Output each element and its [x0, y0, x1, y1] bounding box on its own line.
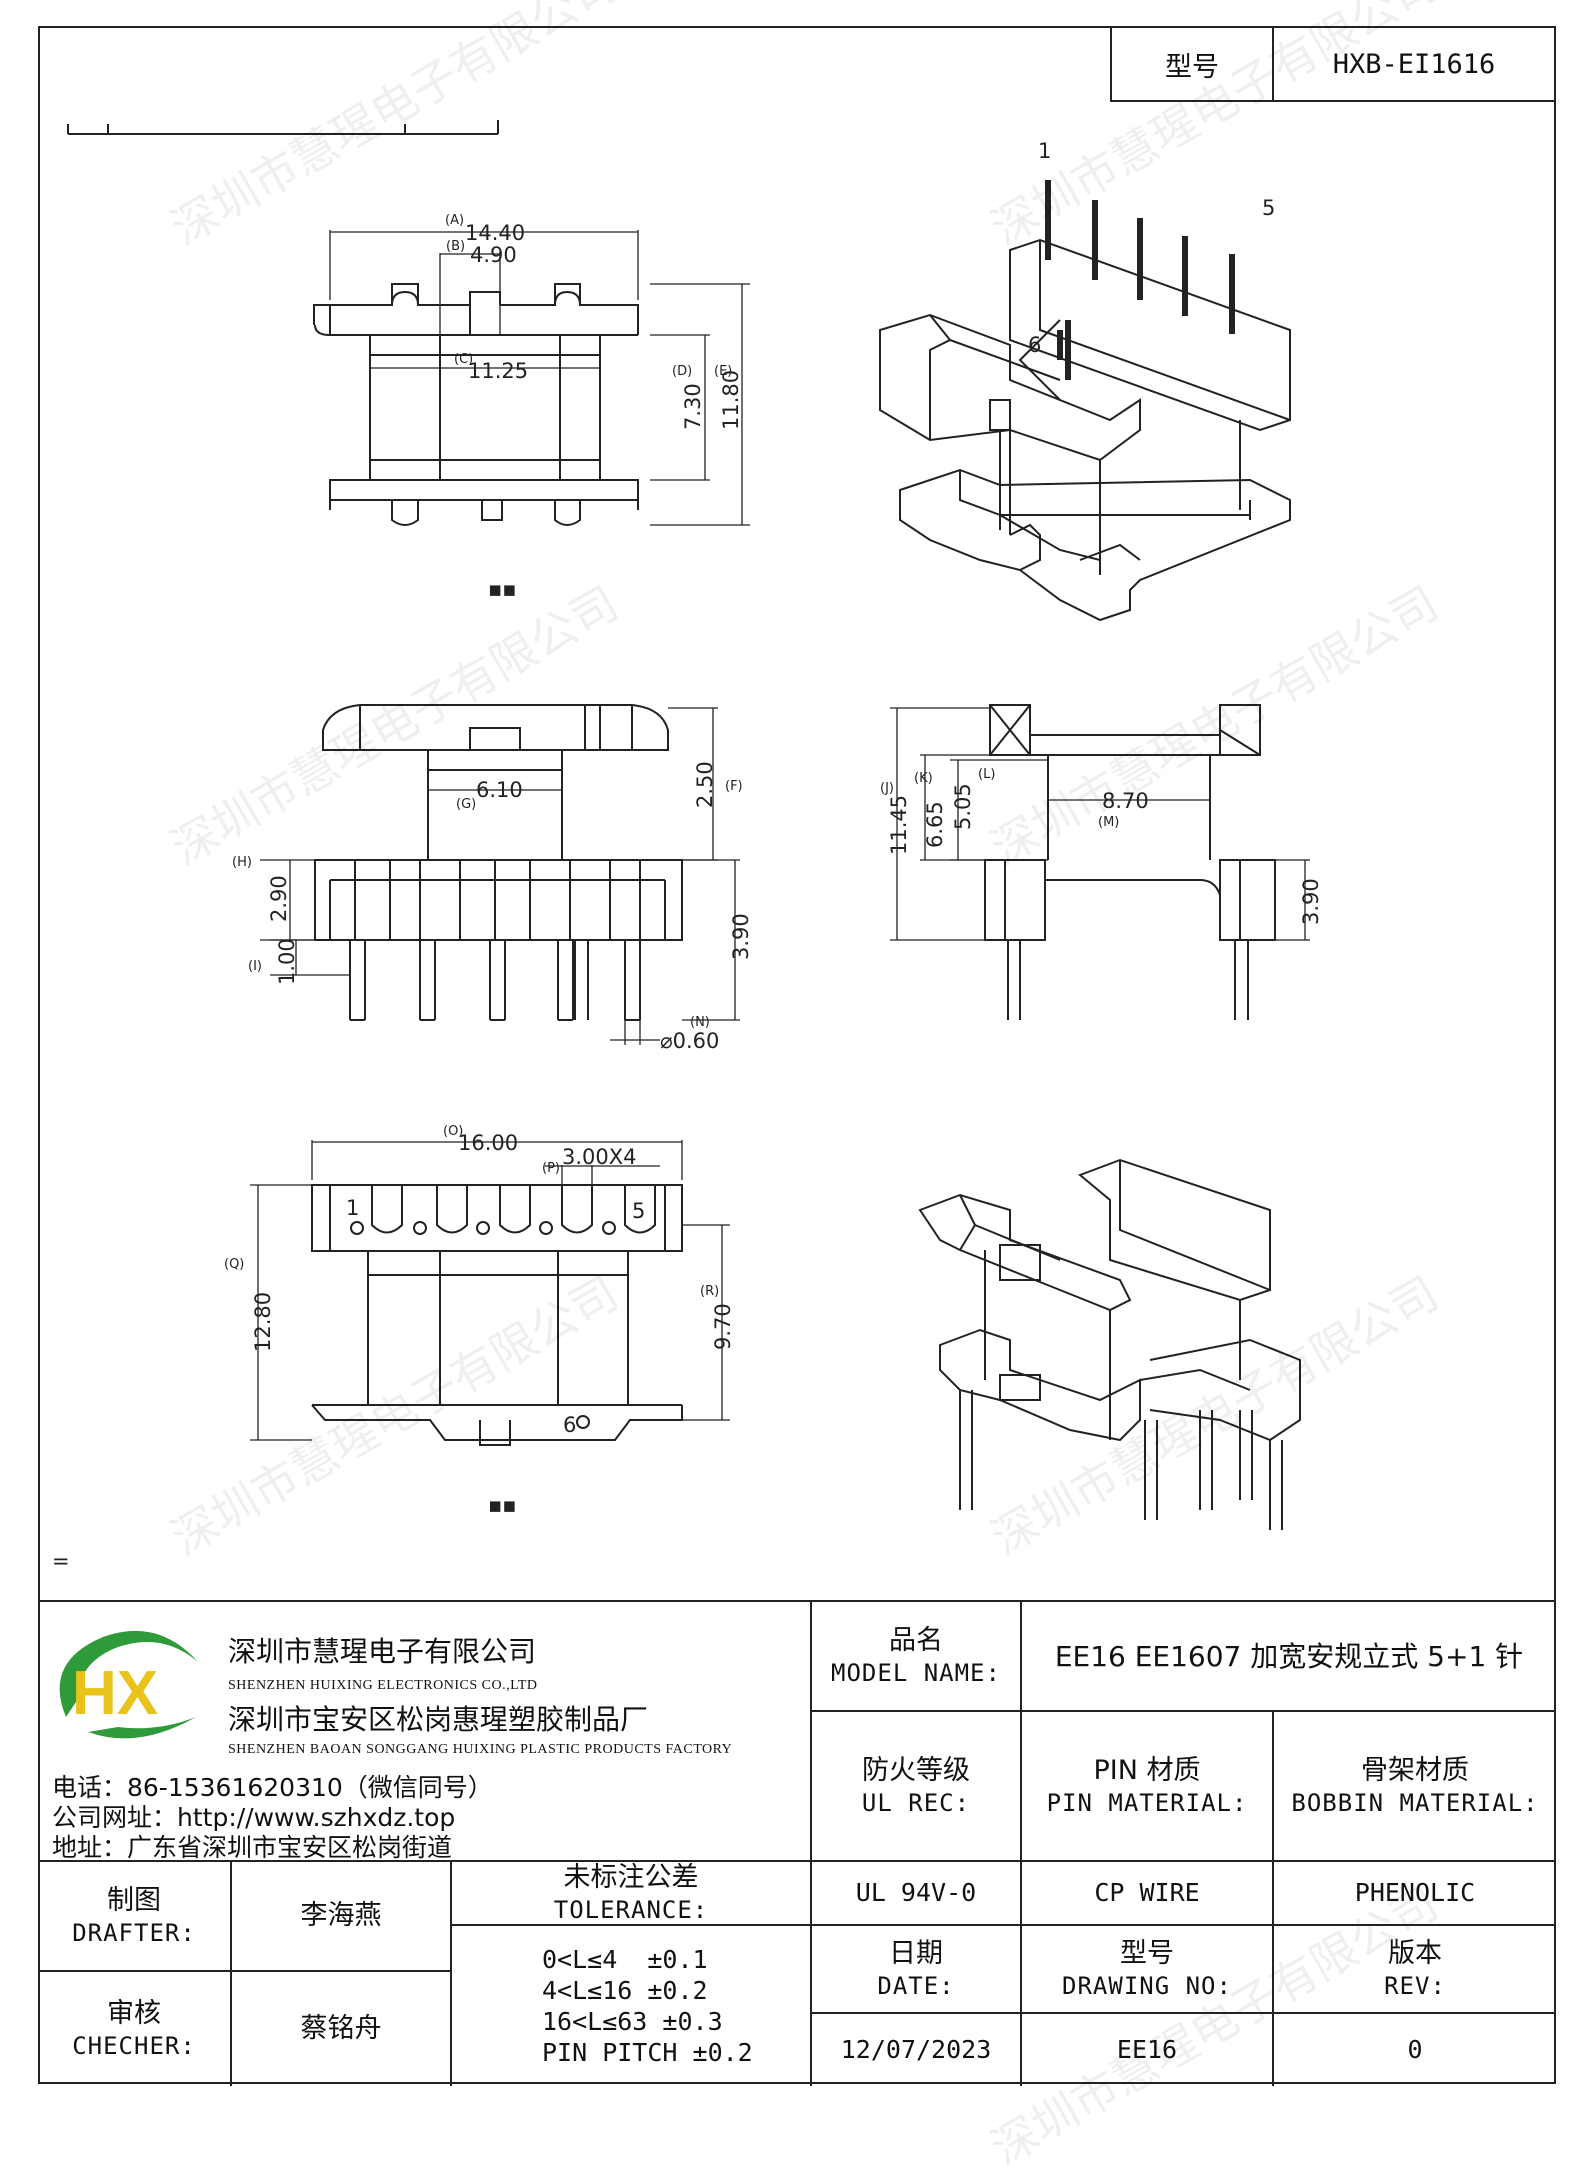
svg-text:5.05: 5.05	[951, 783, 975, 830]
technical-drawings: 14.40 (A) 4.90 (B) 11.25 (C) 7.30 (D) 11…	[52, 120, 1323, 1573]
logo-text: HX	[72, 1659, 158, 1728]
svg-text:(C): (C)	[454, 352, 473, 367]
svg-text:6: 6	[563, 1413, 576, 1437]
svg-text:11.25: 11.25	[468, 359, 528, 383]
bobbin-material-label: 骨架材质 BOBBIN MATERIAL:	[1291, 1755, 1539, 1817]
top-view	[313, 230, 750, 526]
side-view	[890, 704, 1310, 1020]
company-logo: HX	[59, 1630, 198, 1739]
svg-text:6.65: 6.65	[923, 801, 947, 848]
svg-text:⌀0.60: ⌀0.60	[660, 1029, 719, 1053]
pin-material-label: PIN 材质 PIN MATERIAL:	[1046, 1755, 1248, 1817]
bottom-view	[250, 1140, 730, 1446]
model-label: 型号	[1112, 28, 1274, 100]
product-name-value: EE16 EE1607 加宽安规立式 5+1 针	[1054, 1639, 1524, 1673]
svg-text:(R): (R)	[700, 1284, 719, 1299]
title-block: HX 深圳市慧瑆电子有限公司 SHENZHEN HUIXING ELECTRON…	[38, 1600, 1556, 2086]
equals-mark: =	[52, 1549, 70, 1573]
drafter-value: 李海燕	[300, 1900, 382, 1932]
svg-text:(K): (K)	[914, 771, 933, 786]
svg-text:9.70: 9.70	[711, 1303, 735, 1350]
svg-text:1: 1	[346, 1196, 359, 1220]
svg-text:(M): (M)	[1098, 815, 1119, 830]
svg-text:(I): (I)	[248, 959, 262, 974]
svg-text:4.90: 4.90	[470, 243, 517, 267]
svg-text:1: 1	[1038, 139, 1051, 163]
date-value: 12/07/2023	[840, 2035, 992, 2065]
svg-text:11.80: 11.80	[719, 370, 743, 430]
svg-text:(L): (L)	[978, 767, 995, 782]
svg-text:(A): (A)	[445, 213, 464, 228]
drawing-no-label: 型号 DRAWING NO:	[1062, 1938, 1232, 2000]
svg-text:(F): (F)	[725, 779, 743, 794]
svg-text:(D): (D)	[672, 364, 692, 379]
date-label: 日期 DATE:	[877, 1938, 955, 2000]
drawing-frame	[38, 26, 1556, 2084]
svg-text:(G): (G)	[456, 797, 476, 812]
svg-text:5: 5	[632, 1199, 645, 1223]
svg-text:3.90: 3.90	[1299, 878, 1323, 925]
company-website: 公司网址：http://www.szhxdz.top	[52, 1803, 456, 1832]
svg-text:(H): (H)	[232, 855, 252, 870]
svg-text:(P): (P)	[542, 1161, 560, 1176]
svg-text:2.50: 2.50	[693, 761, 717, 808]
model-header: 型号 HXB-EI1616	[1110, 26, 1556, 102]
model-value: HXB-EI1616	[1332, 48, 1496, 80]
svg-text:6.10: 6.10	[476, 778, 523, 802]
svg-text:7.30: 7.30	[681, 383, 705, 430]
company-address: 地址：广东省深圳市宝安区松岗街道	[52, 1833, 453, 1862]
product-name-label: 品名 MODEL NAME:	[831, 1625, 1001, 1687]
checker-value: 蔡铭舟	[300, 2013, 382, 2045]
svg-text:(B): (B)	[446, 239, 465, 254]
company-name-en: SHENZHEN HUIXING ELECTRONICS CO.,LTD	[228, 1678, 538, 1693]
svg-text:1.00: 1.00	[275, 938, 299, 985]
dim-A: 14.40	[465, 221, 525, 245]
svg-text:(Q): (Q)	[224, 1257, 244, 1272]
svg-text:(N): (N)	[690, 1015, 710, 1030]
front-view	[260, 704, 740, 1045]
iso-view-top	[879, 180, 1291, 622]
factory-name-cn: 深圳市宝安区松岗惠瑆塑胶制品厂	[228, 1703, 649, 1736]
svg-text:11.45: 11.45	[887, 795, 911, 855]
svg-text:2.90: 2.90	[267, 875, 291, 922]
iso-view-bottom	[918, 1158, 1301, 1530]
svg-text:(E): (E)	[714, 364, 732, 379]
svg-text:8.70: 8.70	[1102, 789, 1149, 813]
pin-material-value: CP WIRE	[1094, 1878, 1200, 1908]
drafter-label: 制图 DRAFTER:	[72, 1885, 196, 1947]
svg-text:12.80: 12.80	[251, 1292, 275, 1352]
ul-label: 防火等级 UL REC:	[861, 1755, 971, 1817]
svg-text:3.00X4: 3.00X4	[562, 1145, 637, 1169]
svg-text:6: 6	[1028, 333, 1041, 357]
factory-name-en: SHENZHEN BAOAN SONGGANG HUIXING PLASTIC …	[228, 1742, 733, 1757]
svg-text:▪▪: ▪▪	[488, 1493, 516, 1517]
rev-label: 版本 REV:	[1384, 1938, 1446, 2000]
bobbin-material-value: PHENOLIC	[1354, 1878, 1476, 1908]
drawing-no-value: EE16	[1116, 2035, 1178, 2065]
svg-text:3.90: 3.90	[729, 913, 753, 960]
ul-value: UL 94V-0	[855, 1878, 977, 1908]
rev-value: 0	[1407, 2035, 1423, 2065]
svg-text:(J): (J)	[880, 781, 894, 796]
company-name-cn: 深圳市慧瑆电子有限公司	[228, 1635, 537, 1668]
company-phone: 电话：86-15361620310（微信同号）	[52, 1773, 493, 1802]
tolerance-list: 0<L≤4 ±0.1 4<L≤16 ±0.2 16<L≤63 ±0.3 PIN …	[542, 1944, 753, 2068]
svg-text:(O): (O)	[443, 1124, 463, 1139]
svg-text:▪▪: ▪▪	[488, 577, 516, 601]
svg-text:16.00: 16.00	[458, 1131, 518, 1155]
tolerance-label: 未标注公差 TOLERANCE:	[553, 1862, 709, 1924]
checker-label: 审核 CHECHER:	[72, 1998, 196, 2060]
svg-text:5: 5	[1262, 196, 1275, 220]
